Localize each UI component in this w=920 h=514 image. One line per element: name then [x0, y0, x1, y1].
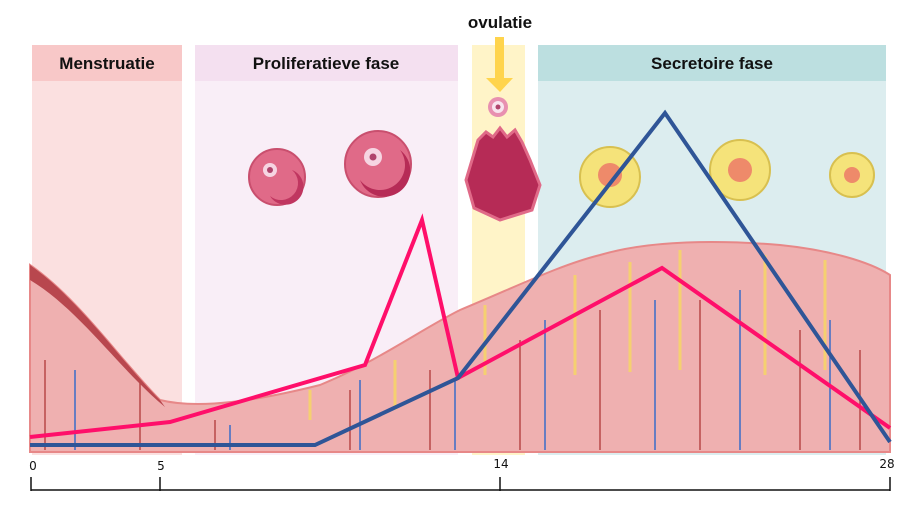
- day-axis: [30, 477, 891, 491]
- blood-vessels: [44, 290, 861, 450]
- progesterone-line: [30, 109, 892, 447]
- follicle-small-icon: [248, 148, 306, 206]
- menstruation-header: [32, 45, 182, 81]
- tick-label: 0: [29, 459, 37, 473]
- proliferative-header: [195, 45, 458, 81]
- menstruation-label: Menstruatie: [59, 54, 154, 73]
- tick-label: 14: [493, 457, 508, 471]
- secretory-header: [538, 45, 886, 81]
- menstrual-layer: [30, 265, 165, 407]
- ovum-icon: [488, 97, 508, 117]
- tick-label: 5: [157, 459, 165, 473]
- corpus-luteum-icon: [579, 139, 875, 208]
- secretory-label: Secretoire fase: [651, 54, 773, 73]
- glands: [308, 250, 827, 420]
- proliferative-label: Proliferatieve fase: [253, 54, 399, 73]
- follicle-large-icon: [344, 130, 412, 198]
- estrogen-line: [29, 213, 892, 439]
- ovulation-label: ovulatie: [468, 13, 532, 32]
- ovulation-arrow-icon: [486, 37, 513, 92]
- tick-label: 28: [879, 457, 894, 471]
- ruptured-follicle-icon: [464, 125, 542, 222]
